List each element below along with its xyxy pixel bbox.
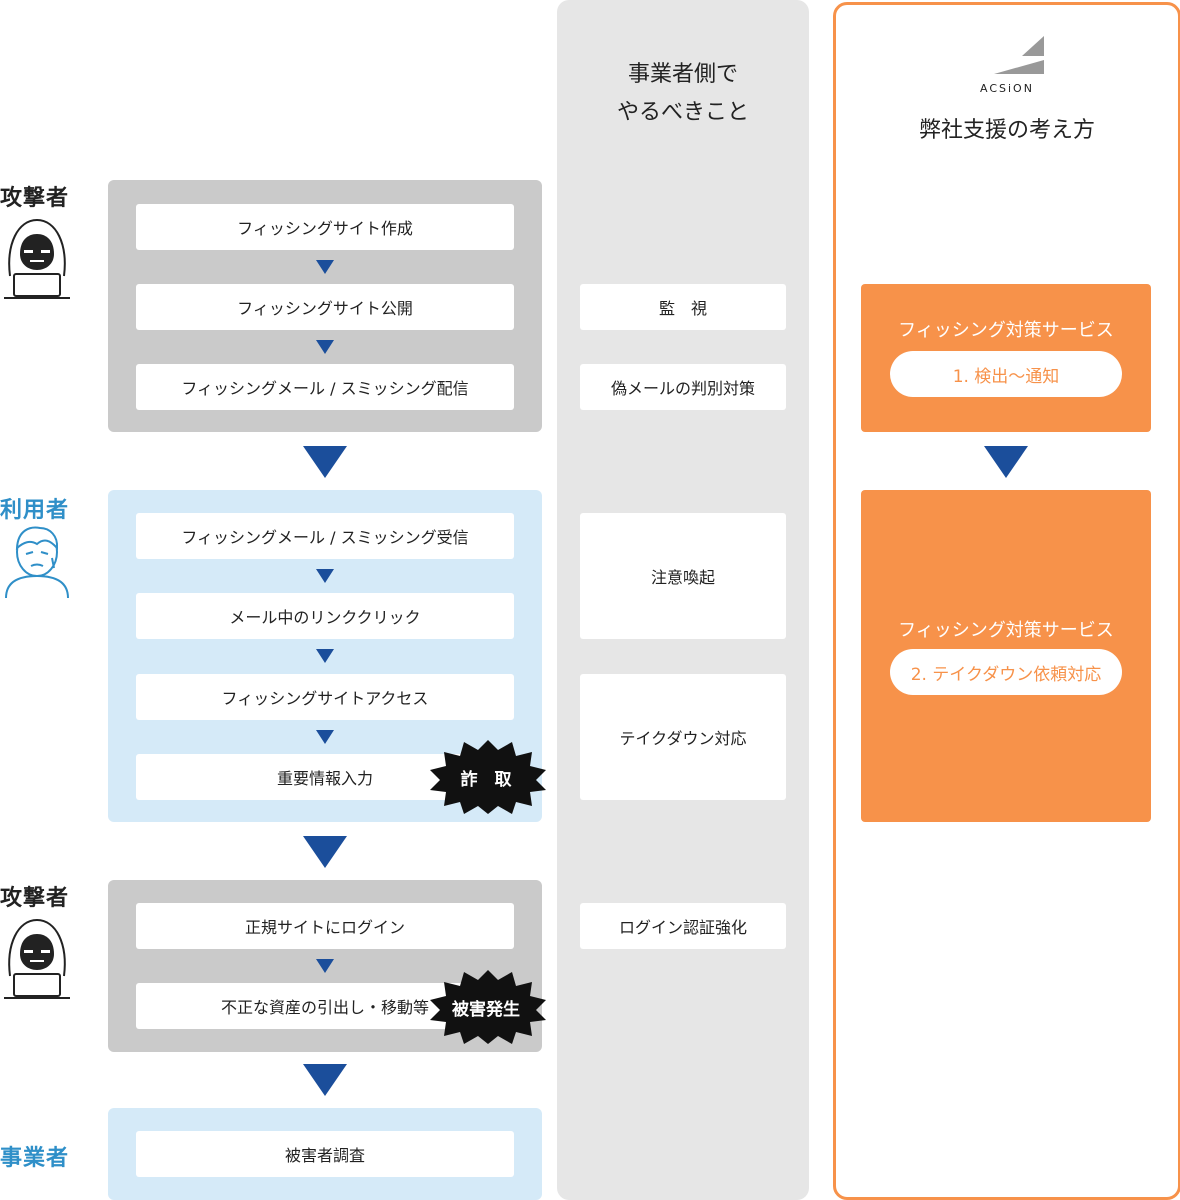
support-title: 弊社支援の考え方 <box>918 118 1095 143</box>
business-action-title: 事業者側で やるべきこと <box>557 56 809 132</box>
business-action-title-line2: やるべきこと <box>616 100 749 125</box>
step-click-link: メール中のリンククリック <box>136 593 514 639</box>
fraud-burst-badge <box>430 740 546 814</box>
role-attacker-2: 攻撃者 <box>0 886 70 911</box>
action-monitoring: 監 視 <box>580 284 786 330</box>
service1-pill: 1. 検出〜通知 <box>890 351 1122 397</box>
damage-burst-badge <box>430 970 546 1044</box>
service1-title: フィッシング対策サービス <box>898 320 1114 341</box>
flow-arrow-down <box>316 959 334 973</box>
flow-arrow-down <box>316 730 334 744</box>
flow-arrow-down <box>316 340 334 354</box>
step-receive-phishing-mail: フィッシングメール / スミッシング受信 <box>136 513 514 559</box>
phase-arrow-down <box>303 446 347 478</box>
action-login-auth: ログイン認証強化 <box>580 903 786 949</box>
user-person-icon <box>5 526 69 599</box>
action-caution-alert: 注意喚起 <box>580 513 786 639</box>
hooded-attacker-icon <box>4 218 70 299</box>
role-business: 事業者 <box>0 1146 70 1171</box>
step-victim-investigation: 被害者調査 <box>136 1131 514 1177</box>
step-create-phishing-site: フィッシングサイト作成 <box>136 204 514 250</box>
service2-pill: 2. テイクダウン依頼対応 <box>890 649 1122 695</box>
flow-arrow-down <box>316 569 334 583</box>
step-login-legit-site: 正規サイトにログイン <box>136 903 514 949</box>
hooded-attacker-icon <box>4 918 70 999</box>
step-publish-phishing-site: フィッシングサイト公開 <box>136 284 514 330</box>
damage-badge-label: 被害発生 <box>452 999 520 1020</box>
role-attacker: 攻撃者 <box>0 186 70 211</box>
flow-arrow-down <box>316 649 334 663</box>
business-action-title-line1: 事業者側で <box>627 62 738 87</box>
role-user: 利用者 <box>0 498 70 523</box>
step-send-phishing-mail: フィッシングメール / スミッシング配信 <box>136 364 514 410</box>
action-takedown: テイクダウン対応 <box>580 674 786 800</box>
flow-arrow-down <box>316 260 334 274</box>
service2-title: フィッシング対策サービス <box>898 620 1114 641</box>
phase-arrow-down <box>303 836 347 868</box>
acsion-logo-text: ACSiON <box>980 82 1034 95</box>
acsion-logo-icon <box>994 36 1044 74</box>
service-arrow-down <box>984 446 1028 478</box>
action-fake-mail-detection: 偽メールの判別対策 <box>580 364 786 410</box>
fraud-badge-label: 詐 取 <box>460 769 512 790</box>
step-access-phishing-site: フィッシングサイトアクセス <box>136 674 514 720</box>
phase-arrow-down <box>303 1064 347 1096</box>
